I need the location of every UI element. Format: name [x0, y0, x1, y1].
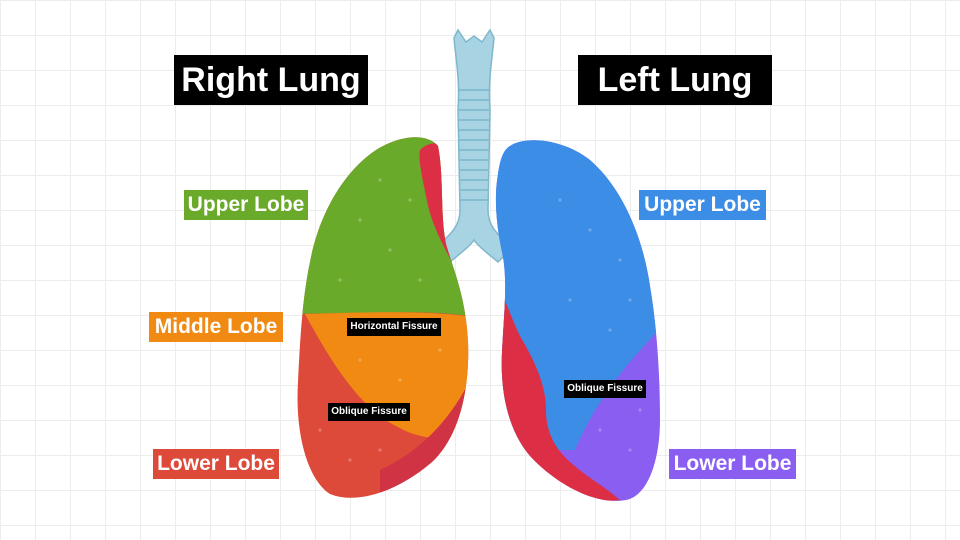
right-upper-lobe: [297, 137, 469, 318]
right-lower-lobe-label: Lower Lobe: [153, 449, 279, 479]
trachea: [434, 28, 514, 264]
right-lung-title: Right Lung: [174, 55, 368, 105]
left-upper-lobe: [495, 140, 660, 450]
right-middle-lobe: [305, 312, 469, 440]
right-oblique-fissure-label: Oblique Fissure: [328, 403, 410, 421]
left-oblique-fissure-label: Oblique Fissure: [564, 380, 646, 398]
horizontal-fissure-label: Horizontal Fissure: [347, 318, 441, 336]
left-lower-lobe-label: Lower Lobe: [669, 449, 796, 479]
lung-texture: [318, 178, 642, 462]
left-upper-lobe-label: Upper Lobe: [639, 190, 766, 220]
left-lung-title: Left Lung: [578, 55, 772, 105]
right-upper-lobe-label: Upper Lobe: [184, 190, 308, 220]
right-middle-lobe-label: Middle Lobe: [149, 312, 283, 342]
